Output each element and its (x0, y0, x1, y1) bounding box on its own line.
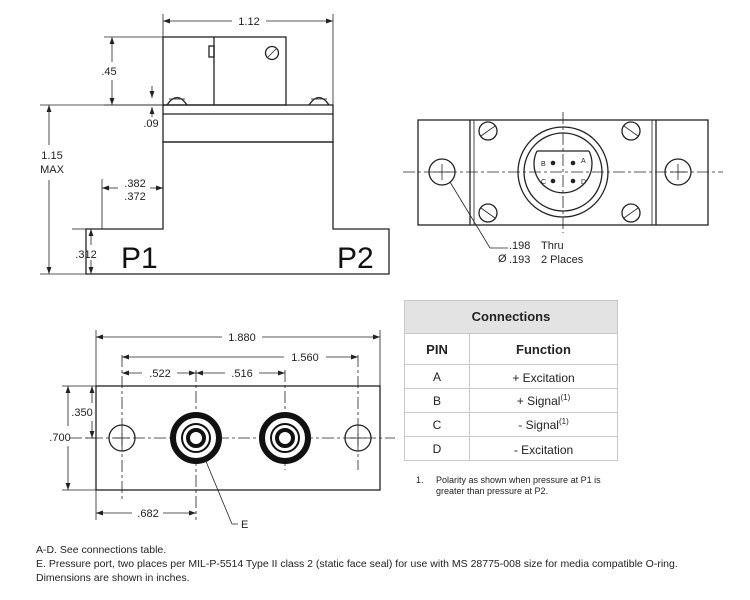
dim-width: 1.12 (238, 16, 259, 28)
footnote-marker: (1) (560, 393, 571, 402)
dim-port-location: .682 (137, 508, 158, 520)
pin-cell: B (404, 388, 470, 413)
pin-cell: A (404, 364, 470, 389)
column-header-pin: PIN (404, 333, 470, 365)
pin-letter-c: C (541, 179, 546, 186)
pin-cell: C (404, 412, 470, 437)
bottom-view: 1.880 1.560 .522 .516 .350 .700 .682 E (49, 330, 395, 531)
connections-table: Connections PIN Function A + Excitation … (404, 300, 618, 461)
dim-upper-height: .45 (101, 66, 116, 78)
port-callout-e: E (241, 519, 248, 531)
pressure-port-icon (170, 412, 311, 464)
connector-receptacle (533, 150, 593, 194)
dim-overall-height: 1.15 (41, 150, 62, 162)
port-label-p1: P1 (121, 242, 158, 275)
hole-note-places: 2 Places (541, 254, 584, 266)
pin-letter-b: B (541, 161, 546, 168)
table-row: B + Signal(1) (404, 388, 618, 413)
screw-head-right-icon (308, 96, 330, 106)
pin-letter-d: D (581, 179, 586, 186)
dim-hole-spacing: 1.560 (291, 352, 319, 364)
table-row: D - Excitation (404, 436, 618, 461)
end-view-screw-icon (478, 121, 641, 223)
connections-table-title: Connections (404, 300, 618, 333)
hole-diameter-max: .198 (509, 240, 530, 252)
dim-port-depth-min: .372 (124, 191, 145, 203)
footnote-marker: (1) (558, 417, 569, 426)
connector-pin-icon (550, 160, 576, 184)
mounting-hole-icon (428, 158, 692, 186)
function-cell: + Excitation (469, 364, 618, 389)
dim-step: .09 (143, 118, 158, 130)
dim-overall-height-note: MAX (40, 164, 65, 176)
dim-port-depth-max: .382 (124, 178, 145, 190)
bottom-mounting-hole-icon (108, 424, 372, 452)
drawing-notes: A-D. See connections table. E. Pressure … (36, 543, 678, 585)
function-cell: - Signal(1) (469, 412, 618, 437)
note-connections: A-D. See connections table. (36, 544, 167, 556)
hole-diameter-symbol: Ø (498, 253, 507, 265)
dim-base-height: .312 (75, 249, 96, 261)
dim-overall-length: 1.880 (228, 332, 256, 344)
port-label-p2: P2 (337, 242, 374, 275)
function-cell: - Excitation (469, 436, 618, 461)
dim-overall-width: .700 (49, 432, 70, 444)
table-row: C - Signal(1) (404, 412, 618, 437)
hole-note-thru: Thru (541, 240, 564, 252)
note-units: Dimensions are shown in inches. (36, 572, 190, 584)
end-view: A B C D Ø .198 .193 Thru 2 Places (403, 112, 723, 266)
side-view: 1.12 .45 .09 1.15 MAX .382 .372 .312 P1 … (40, 14, 390, 275)
column-header-function: Function (469, 333, 618, 365)
hole-diameter-min: .193 (509, 254, 530, 266)
pin-letter-a: A (581, 158, 586, 165)
dim-half-height: .350 (71, 407, 92, 419)
dim-port-spacing: .516 (231, 368, 252, 380)
side-view-flange (162, 104, 334, 143)
connector-outer (517, 126, 609, 218)
footnote-number: 1. (416, 475, 424, 485)
pin-cell: D (404, 436, 470, 461)
footnote-text: Polarity as shown when pressure at P1 is… (436, 475, 601, 496)
side-view-housing (162, 36, 287, 106)
screw-head-left-icon (166, 96, 188, 106)
note-pressure-port: E. Pressure port, two places per MIL-P-5… (36, 558, 678, 570)
dim-port-offset: .522 (149, 368, 170, 380)
side-view-screw-icon (264, 45, 280, 61)
function-cell: + Signal(1) (469, 388, 618, 413)
table-row: A + Excitation (404, 364, 618, 389)
